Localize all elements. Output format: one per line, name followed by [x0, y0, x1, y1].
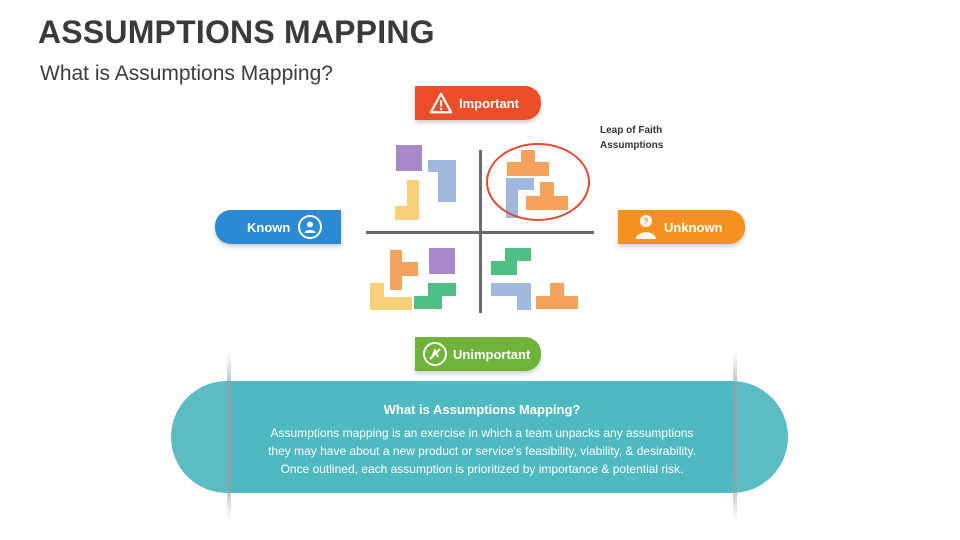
- definition-line-1: Assumptions mapping is an exercise in wh…: [270, 426, 694, 440]
- yellow-l-block-bl: [370, 283, 412, 310]
- green-s-block-bl: [414, 283, 456, 309]
- important-tag: Important: [415, 86, 541, 120]
- orange-t-block: [507, 150, 549, 176]
- svg-text:?: ?: [643, 217, 649, 227]
- page-subtitle: What is Assumptions Mapping?: [40, 62, 333, 85]
- yellow-l-block: [395, 180, 419, 220]
- user-icon: [298, 215, 323, 239]
- warning-triangle-icon: [429, 91, 453, 115]
- unimportant-label: Unimportant: [453, 346, 531, 362]
- important-label: Important: [459, 95, 519, 111]
- green-s-block-br: [491, 248, 531, 275]
- leap-label-line1: Leap of Faith: [600, 125, 663, 136]
- definition-line-2: they may have about a new product or ser…: [268, 444, 696, 458]
- orange-t-block-tr: [526, 182, 568, 210]
- page-title: ASSUMPTIONS MAPPING: [38, 14, 435, 50]
- purple-square-block-bl: [429, 248, 455, 274]
- crossed-circle-icon: [423, 342, 447, 366]
- leap-of-faith-label: Leap of Faith Assumptions: [600, 123, 663, 153]
- unknown-tag: ? Unknown: [618, 210, 745, 244]
- orange-t-block-bl: [390, 250, 418, 290]
- blue-l-block-tr: [506, 178, 534, 218]
- definition-title: What is Assumptions Mapping?: [383, 402, 581, 417]
- known-label: Known: [247, 219, 291, 235]
- purple-square-block: [396, 145, 422, 171]
- definition-line-3: Once outlined, each assumption is priori…: [280, 462, 684, 476]
- vertical-axis: [479, 150, 482, 313]
- question-user-icon: ?: [634, 214, 658, 240]
- blue-l-block: [428, 160, 456, 202]
- definition-banner: [228, 382, 736, 492]
- banner-left-edge: [227, 352, 231, 520]
- banner-right-edge: [733, 352, 737, 520]
- definition-text: Assumptions mapping is an exercise in wh…: [228, 424, 736, 478]
- leap-of-faith-circle: [486, 143, 590, 221]
- orange-t-block-br: [536, 283, 578, 309]
- unimportant-tag: Unimportant: [415, 337, 541, 371]
- unknown-label: Unknown: [664, 219, 723, 235]
- blue-l-block-br: [491, 283, 531, 310]
- known-tag: Known: [215, 210, 341, 244]
- leap-label-line2: Assumptions: [600, 140, 664, 151]
